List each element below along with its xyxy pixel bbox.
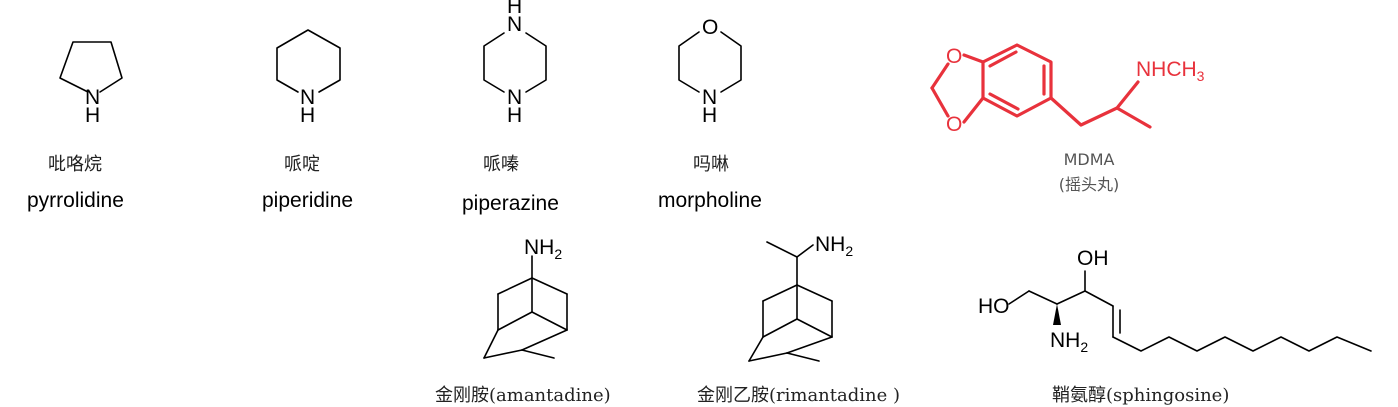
piperazine-cn-label: 哌嗪 <box>483 154 519 175</box>
sphingosine-structure: HO OH NH2 <box>975 240 1385 360</box>
piperidine-h: H <box>300 104 315 127</box>
piperazine-en-label: piperazine <box>462 192 559 215</box>
mdma-label: MDMA <box>1063 150 1115 169</box>
mdma-o-bottom: O <box>946 113 962 136</box>
pyrrolidine-structure: N H <box>40 30 150 130</box>
pyrrolidine-en-label: pyrrolidine <box>27 189 124 212</box>
morpholine-n: N <box>702 86 717 109</box>
piperidine-structure: N H <box>265 20 365 130</box>
pyrrolidine-cn-label: 吡咯烷 <box>48 154 102 175</box>
mdma-structure: O O NHCH3 <box>910 30 1205 150</box>
piperidine-n: N <box>300 86 315 109</box>
piperidine-en-label: piperidine <box>262 189 354 212</box>
morpholine-cn-label: 吗啉 <box>693 154 729 175</box>
morpholine-en-label: morpholine <box>658 189 762 212</box>
rimantadine-label: 金刚乙胺(rimantadine ) <box>697 385 901 406</box>
amantadine-structure: NH2 <box>470 236 610 368</box>
sphingosine-wedge-amino <box>1053 304 1061 325</box>
mdma-cn-label: (摇头丸) <box>1058 175 1120 194</box>
piperazine-n-top: N <box>507 13 522 36</box>
piperazine-h-bottom: H <box>507 104 522 127</box>
rimantadine-nh2: NH2 <box>815 233 853 259</box>
pyrrolidine-n: N <box>85 86 100 109</box>
morpholine-o: O <box>702 16 718 39</box>
pyrrolidine-h: H <box>85 104 100 127</box>
piperazine-structure: H N N H <box>470 0 570 130</box>
sphingosine-oh: OH <box>1077 247 1109 270</box>
mdma-nhch3: NHCH3 <box>1136 58 1205 84</box>
sphingosine-nh2: NH2 <box>1050 329 1088 355</box>
sphingosine-ho: HO <box>978 295 1010 318</box>
piperazine-h-top: H <box>507 0 522 18</box>
piperidine-cn-label: 哌啶 <box>284 154 320 175</box>
amantadine-label: 金刚胺(amantadine) <box>435 385 611 406</box>
sphingosine-label: 鞘氨醇(sphingosine) <box>1052 385 1230 406</box>
amantadine-nh2: NH2 <box>524 236 562 262</box>
morpholine-structure: O N H <box>665 10 765 130</box>
morpholine-h: H <box>702 104 717 127</box>
mdma-o-top: O <box>946 45 962 68</box>
piperazine-n-bottom: N <box>507 86 522 109</box>
rimantadine-structure: NH2 <box>735 225 885 370</box>
